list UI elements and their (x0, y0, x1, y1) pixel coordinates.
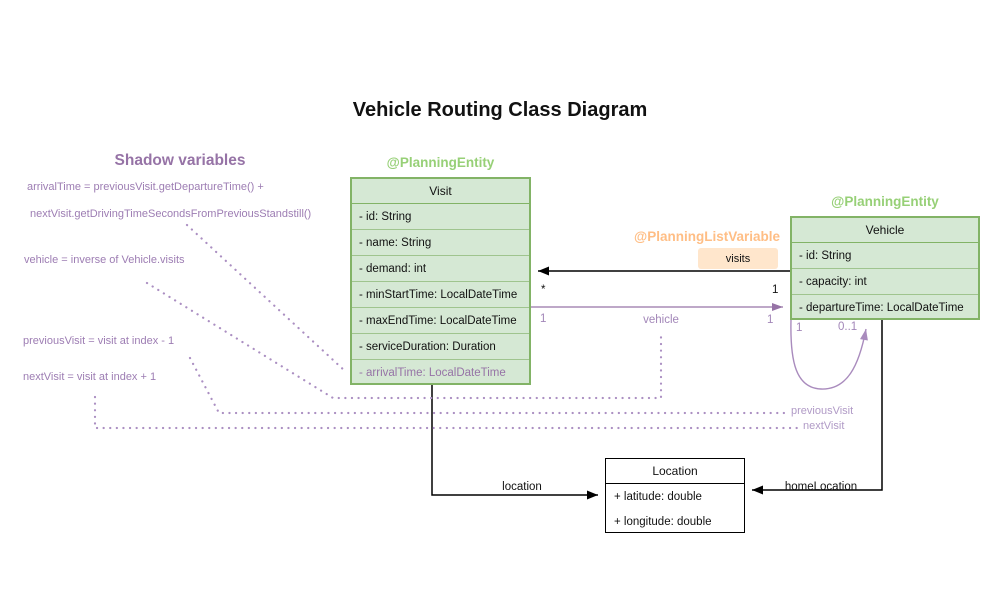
self-loop-multiplicity-one: 1 (796, 322, 803, 334)
home-location-association-line (752, 320, 883, 495)
visits-label-badge: visits (698, 248, 778, 269)
visit-class-title: Visit (429, 184, 452, 198)
visit-attr-serviceduration: - serviceDuration: Duration (352, 333, 529, 359)
next-visit-label: nextVisit (803, 420, 845, 432)
planning-list-variable-annotation: @PlanningListVariable (634, 229, 780, 244)
visit-attr-arrivaltime: - arrivalTime: LocalDateTime (352, 359, 529, 385)
visits-label: visits (725, 252, 751, 265)
vehicle-association-label: vehicle (643, 314, 679, 326)
location-class-box: Location + latitude: double + longitude:… (605, 458, 745, 533)
shadow-line-arrivaltime-1: arrivalTime = previousVisit.getDeparture… (27, 181, 264, 193)
vehicle-multiplicity-left: 1 (540, 313, 547, 325)
shadow-line-nextvisit: nextVisit = visit at index + 1 (23, 371, 157, 383)
previous-visit-dotted-trace (188, 356, 789, 415)
location-attr-longitude: + longitude: double (614, 515, 712, 528)
shadow-line-arrivaltime-2: nextVisit.getDrivingTimeSecondsFromPrevi… (30, 208, 312, 220)
vehicle-class-box: Vehicle - id: String - capacity: int - d… (790, 216, 980, 320)
location-association-label: location (502, 481, 542, 493)
vehicle-class-title: Vehicle (865, 223, 905, 237)
self-loop-multiplicity-zero-one: 0..1 (838, 321, 858, 333)
location-attr-latitude: + latitude: double (614, 490, 702, 503)
page-title: Vehicle Routing Class Diagram (352, 99, 648, 121)
visit-attr-demand: - demand: int (352, 255, 529, 281)
location-class-title: Location (606, 459, 744, 484)
self-loop-line (790, 319, 868, 390)
vehicle-planning-entity-annotation: @PlanningEntity (831, 194, 939, 209)
vehicle-attr-id: - id: String (792, 242, 978, 268)
shadow-variables-heading: Shadow variables (114, 152, 246, 169)
vehicle-multiplicity-right: 1 (767, 314, 774, 326)
visit-attr-id: - id: String (352, 203, 529, 229)
vehicle-attr-capacity: - capacity: int (792, 268, 978, 294)
visit-planning-entity-annotation: @PlanningEntity (386, 155, 495, 170)
arrival-time-dotted-trace (185, 223, 347, 373)
vehicle-dotted-trace (145, 281, 663, 400)
shadow-line-previousvisit: previousVisit = visit at index - 1 (23, 335, 175, 347)
vehicle-attr-departuretime: - departureTime: LocalDateTime (792, 294, 978, 320)
location-association-line (431, 385, 598, 500)
previous-visit-label: previousVisit (791, 405, 854, 417)
visits-multiplicity-star: * (541, 284, 546, 296)
visit-attr-name: - name: String (352, 229, 529, 255)
visit-attr-minstarttime: - minStartTime: LocalDateTime (352, 281, 529, 307)
home-location-association-label: homeLocation (784, 481, 858, 493)
visits-multiplicity-one: 1 (772, 284, 779, 296)
visit-class-box: Visit - id: String - name: String - dema… (350, 177, 531, 385)
visit-attr-maxendtime: - maxEndTime: LocalDateTime (352, 307, 529, 333)
shadow-line-vehicle: vehicle = inverse of Vehicle.visits (24, 254, 185, 266)
